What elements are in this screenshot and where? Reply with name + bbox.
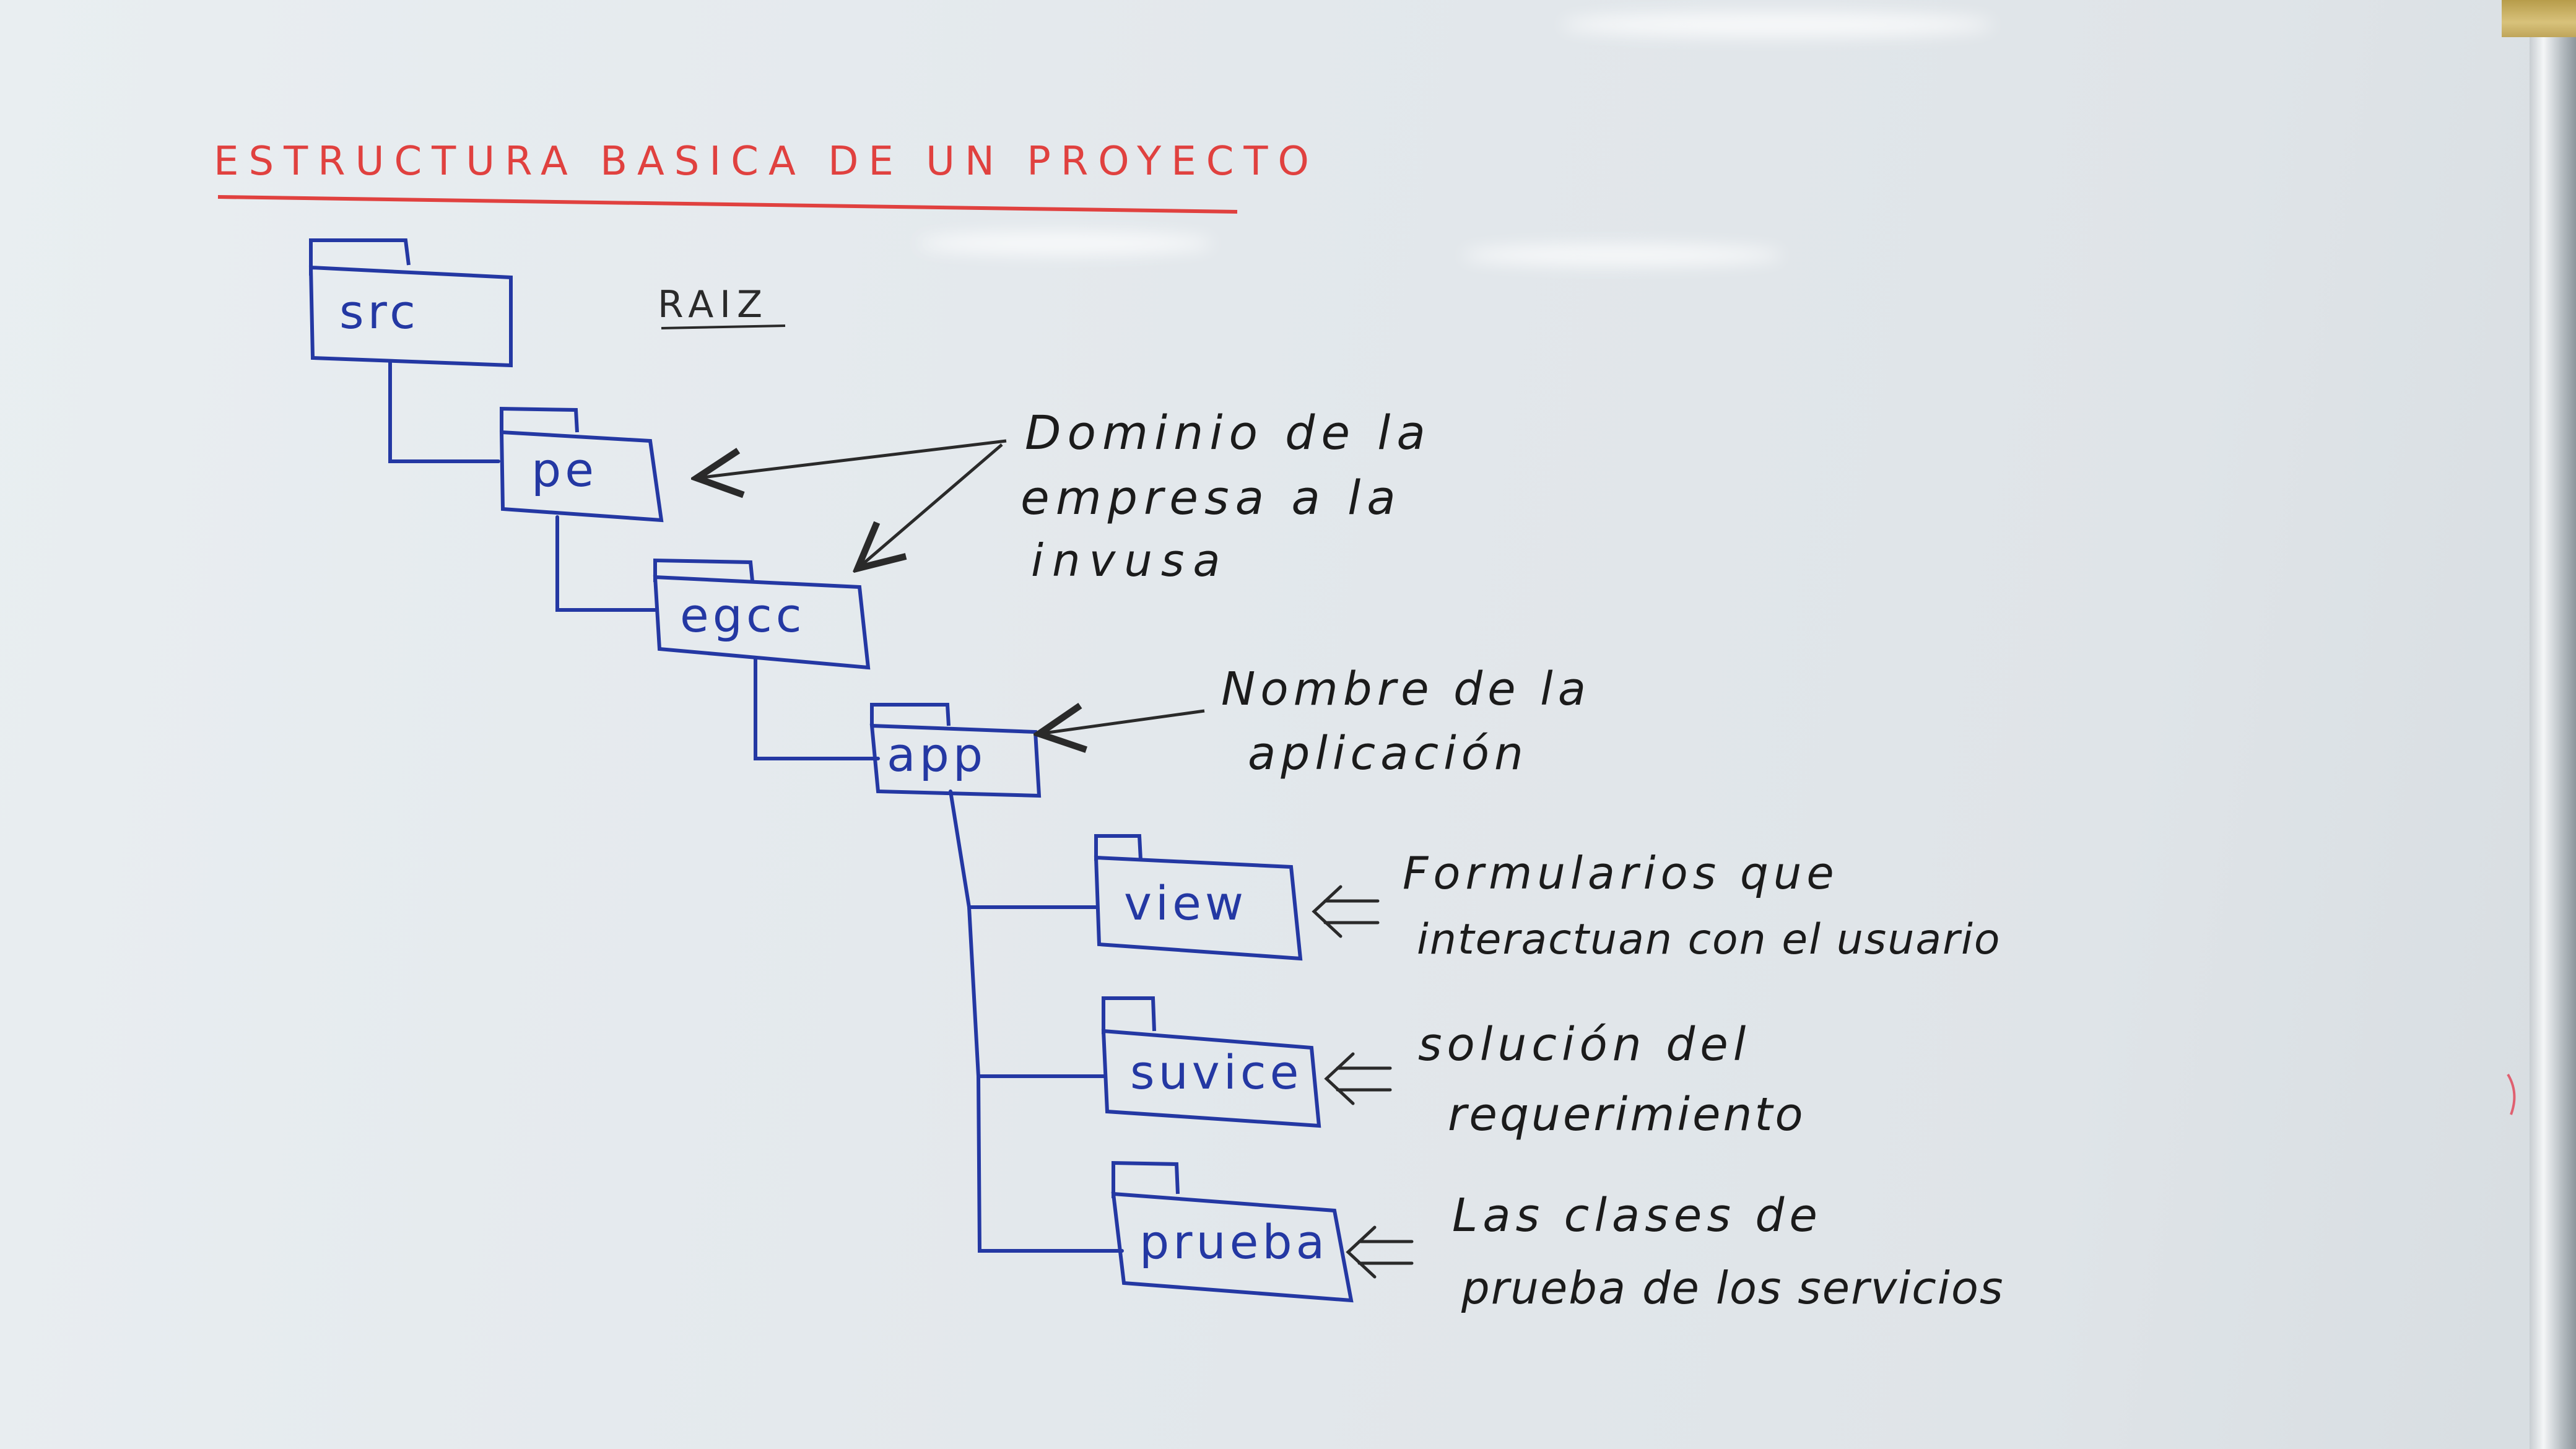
- root-label-underline: [661, 324, 786, 329]
- double-arrow-view: [1312, 885, 1380, 938]
- note-domain-line-2: empresa a la: [1020, 470, 1402, 525]
- root-label: RAIZ: [658, 283, 768, 326]
- light-glare: [916, 232, 1214, 255]
- note-view-line-2: interactuan con el usuario: [1417, 915, 2001, 964]
- folder-service-label: suvice: [1130, 1045, 1302, 1100]
- folder-egcc: egcc: [653, 558, 871, 670]
- note-prueba: Las clases de prueba de los servicios: [1452, 1189, 2004, 1314]
- note-app-name-line-2: aplicación: [1248, 727, 1528, 780]
- light-glare: [1560, 12, 1994, 37]
- note-service: solución del requerimiento: [1418, 1018, 1806, 1141]
- light-glare: [1461, 245, 1783, 266]
- folder-view: view: [1094, 834, 1303, 961]
- arrow-appname-to-app: [1039, 711, 1205, 734]
- note-arrows: [697, 439, 1205, 734]
- folder-prueba-label: prueba: [1139, 1214, 1328, 1269]
- tree-connectors: [388, 360, 1124, 1253]
- connector-src-pe: [388, 360, 500, 463]
- note-service-line-2: requerimiento: [1448, 1088, 1806, 1141]
- note-domain: Dominio de la empresa a la invusa: [1020, 405, 1432, 586]
- note-domain-line-3: invusa: [1031, 534, 1229, 586]
- note-service-line-1: solución del: [1418, 1018, 1751, 1071]
- folder-app: app: [869, 703, 1042, 798]
- arrow-domain-to-egcc: [858, 443, 1003, 568]
- frame-corner-bracket: [2502, 0, 2576, 37]
- folder-src: src: [308, 238, 513, 368]
- connector-app-view: [949, 790, 1099, 909]
- folder-src-label: src: [339, 284, 419, 339]
- note-view: Formularios que interactuan con el usuar…: [1403, 847, 2001, 964]
- whiteboard-frame: [2530, 0, 2576, 1449]
- diagram-title: ESTRUCTURA BASICA DE UN PROYECTO: [214, 139, 1319, 185]
- folder-pe: pe: [499, 406, 664, 523]
- note-domain-line-1: Dominio de la: [1025, 405, 1432, 460]
- note-app-name-line-1: Nombre de la: [1221, 663, 1591, 716]
- folder-view-label: view: [1124, 876, 1247, 931]
- folder-prueba: prueba: [1111, 1160, 1354, 1303]
- stray-marker-stroke: [2507, 1073, 2516, 1115]
- folder-app-label: app: [887, 727, 986, 782]
- connector-pe-egcc: [555, 515, 657, 612]
- double-arrow-prueba: [1346, 1225, 1414, 1279]
- connector-egcc-app: [754, 658, 880, 760]
- connector-app-service: [967, 905, 1105, 1078]
- connector-app-prueba: [977, 1074, 1124, 1253]
- folder-pe-label: pe: [531, 442, 598, 497]
- arrow-domain-to-pe: [697, 439, 1007, 478]
- note-view-line-1: Formularios que: [1403, 847, 1839, 899]
- title-underline: [217, 195, 1238, 214]
- folder-service: suvice: [1101, 996, 1321, 1128]
- note-prueba-line-2: prueba de los servicios: [1461, 1262, 2004, 1314]
- note-app-name: Nombre de la aplicación: [1221, 663, 1591, 780]
- note-prueba-line-1: Las clases de: [1452, 1189, 1822, 1242]
- folder-egcc-label: egcc: [680, 588, 806, 643]
- double-arrow-service: [1324, 1052, 1392, 1105]
- double-arrows: [1312, 885, 1414, 1279]
